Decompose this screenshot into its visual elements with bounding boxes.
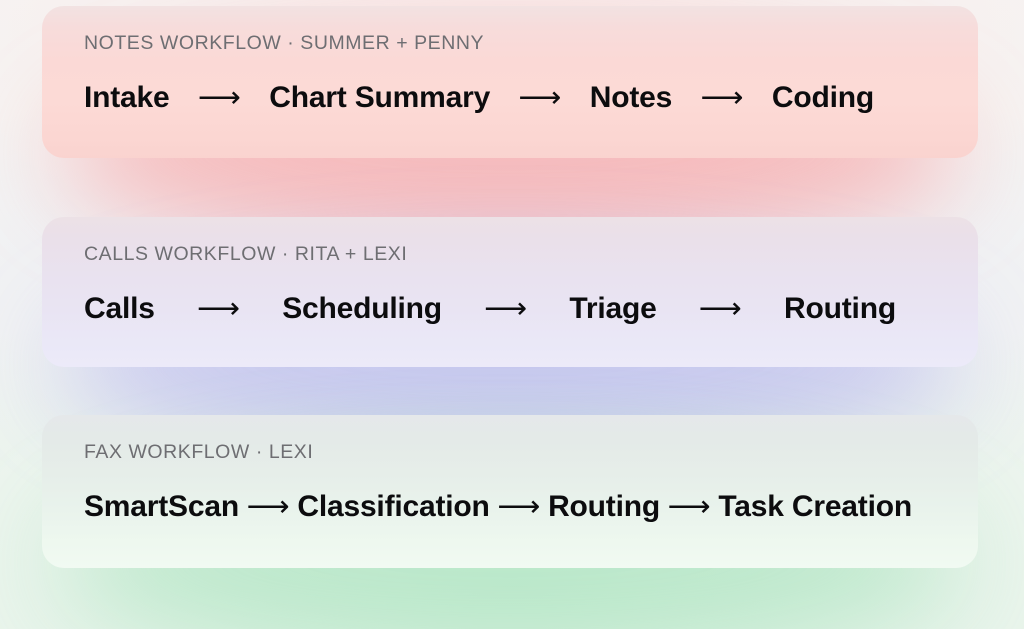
workflow-step-notes-4[interactable]: Coding [771, 81, 874, 114]
workflow-card-notes[interactable]: NOTES WORKFLOW · SUMMER + PENNY Intake ⟶… [42, 6, 978, 158]
arrow-right-icon: ⟶ [484, 292, 528, 325]
workflow-step-notes-1[interactable]: Intake [84, 81, 170, 114]
workflow-step-calls-2[interactable]: Scheduling [282, 292, 442, 325]
workflow-steps-calls: Calls ⟶ Scheduling ⟶ Triage ⟶ Routing [84, 291, 938, 327]
workflow-label-notes: NOTES WORKFLOW · SUMMER + PENNY [84, 32, 485, 54]
workflow-label-calls: CALLS WORKFLOW · RITA + LEXI [84, 243, 408, 265]
arrow-right-icon: ⟶ [246, 490, 290, 523]
workflow-step-notes-2[interactable]: Chart Summary [269, 81, 491, 114]
workflow-step-fax-1[interactable]: SmartScan [84, 490, 239, 523]
arrow-right-icon: ⟶ [700, 81, 744, 114]
arrow-right-icon: ⟶ [497, 490, 541, 523]
workflow-steps-fax: SmartScan ⟶ Classification ⟶ Routing ⟶ T… [84, 489, 938, 525]
arrow-right-icon: ⟶ [518, 81, 562, 114]
workflow-step-calls-3[interactable]: Triage [569, 292, 657, 325]
arrow-right-icon: ⟶ [698, 292, 742, 325]
arrow-right-icon: ⟶ [196, 292, 240, 325]
workflow-label-fax: FAX WORKFLOW · LEXI [84, 441, 314, 463]
arrow-right-icon: ⟶ [667, 490, 711, 523]
workflow-step-fax-3[interactable]: Routing [548, 490, 660, 523]
workflow-step-fax-2[interactable]: Classification [297, 490, 490, 523]
workflow-step-fax-4[interactable]: Task Creation [718, 490, 912, 523]
workflow-steps-notes: Intake ⟶ Chart Summary ⟶ Notes ⟶ Coding [84, 80, 938, 116]
workflow-step-calls-4[interactable]: Routing [784, 292, 896, 325]
workflow-card-fax[interactable]: FAX WORKFLOW · LEXI SmartScan ⟶ Classifi… [42, 415, 978, 568]
workflow-step-calls-1[interactable]: Calls [84, 292, 155, 325]
workflow-step-notes-3[interactable]: Notes [589, 81, 673, 114]
arrow-right-icon: ⟶ [197, 81, 241, 114]
workflow-card-calls[interactable]: CALLS WORKFLOW · RITA + LEXI Calls ⟶ Sch… [42, 217, 978, 367]
